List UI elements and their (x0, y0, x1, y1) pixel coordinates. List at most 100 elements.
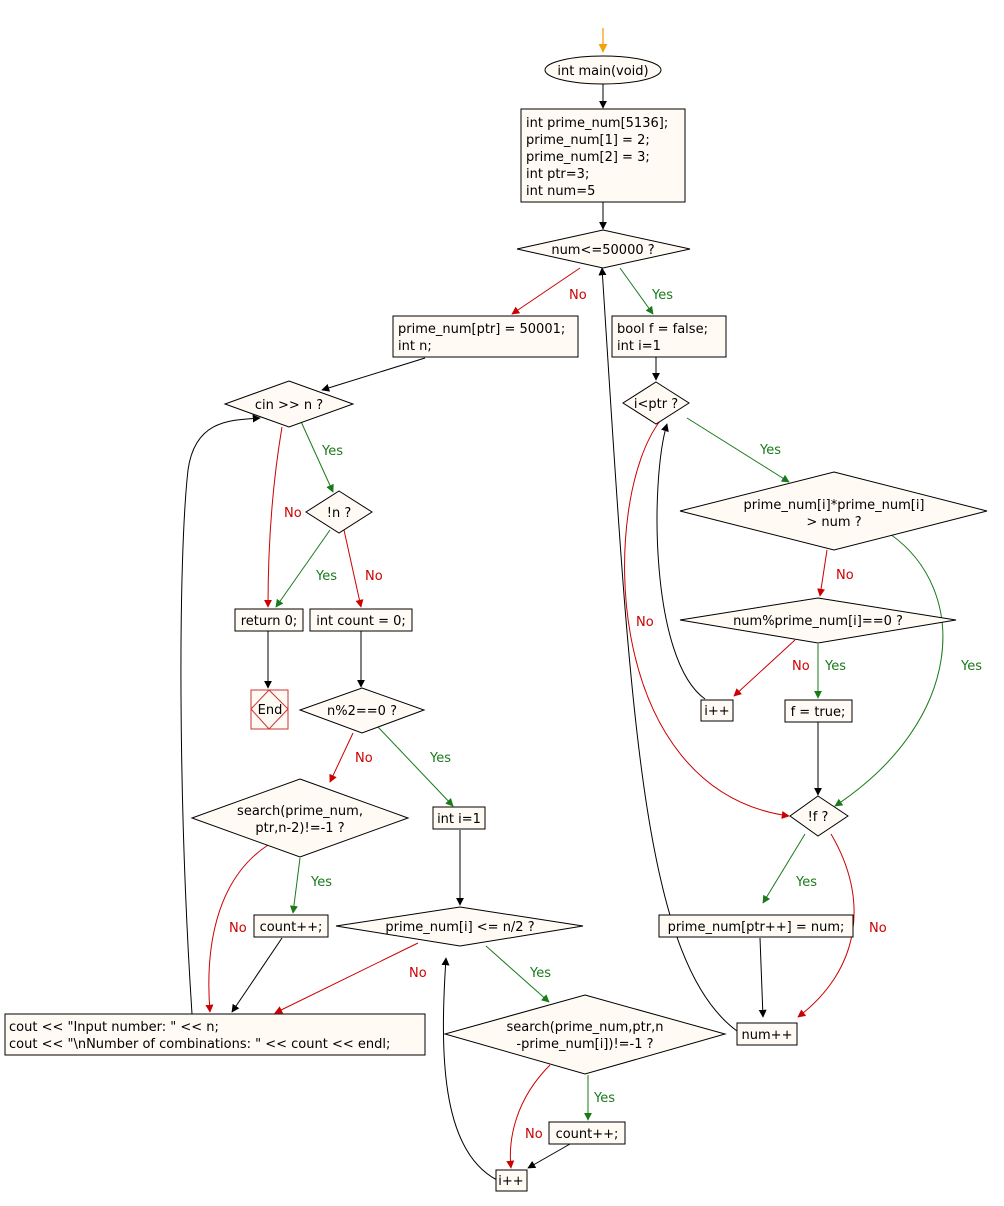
edge-iinca-loop (656, 423, 706, 700)
i-lt-ptr-label: i<ptr ? (634, 397, 678, 412)
searcheven-no-label: No (525, 1127, 543, 1142)
edge-notf-yes (762, 833, 806, 904)
bool-f-line-2: int i=1 (617, 339, 661, 354)
num-inc-block: num++ (736, 1022, 798, 1046)
while-no-label: No (569, 288, 587, 303)
return-label: return 0; (241, 614, 298, 629)
init-line-5: int num=5 (526, 184, 595, 199)
count-inc-a-label: count++; (260, 920, 323, 935)
bool-f-block: bool f = false; int i=1 (611, 315, 727, 358)
init-line-1: int prime_num[5136]; (526, 116, 668, 131)
sentinel-line-1: prime_num[ptr] = 50001; (398, 322, 565, 337)
return-block: return 0; (234, 608, 304, 632)
not-f-label: !f ? (808, 810, 829, 825)
i-inc-a-label: i++ (704, 704, 729, 719)
mod-yes-label: Yes (824, 659, 846, 674)
while-yes-label: Yes (651, 288, 673, 303)
square-no-label: No (836, 568, 854, 583)
num-mod-decision: num%prime_num[i]==0 ? (679, 597, 957, 644)
half-yes-label: Yes (529, 966, 551, 981)
count-inc-b-label: count++; (556, 1127, 619, 1142)
i-inc-a-block: i++ (700, 699, 734, 722)
bool-f-line-1: bool f = false; (617, 322, 708, 337)
cout-block: cout << "Input number: " << n; cout << "… (4, 1013, 426, 1056)
edge-counta-cout (231, 937, 283, 1013)
square-gt-line-2: > num ? (806, 515, 861, 530)
half-no-label: No (409, 966, 427, 981)
cout-line-2: cout << "\nNumber of combinations: " << … (9, 1037, 390, 1052)
n-mod2-decision: n%2==0 ? (298, 687, 426, 734)
search-odd-line-2: ptr,n-2)!=-1 ? (255, 821, 344, 836)
searchodd-no-label: No (229, 921, 247, 936)
notn-no-label: No (365, 569, 383, 584)
edge-iltptr-no (624, 420, 790, 819)
cout-line-1: cout << "Input number: " << n; (9, 1020, 219, 1035)
search-even-line-2: -prime_num[i])!=-1 ? (516, 1037, 653, 1052)
int-i-b-label: int i=1 (437, 812, 481, 827)
edge-notn-no (343, 529, 364, 608)
int-i-b-block: int i=1 (432, 806, 486, 830)
edge-mod2-yes (377, 726, 454, 807)
num-mod-label: num%prime_num[i]==0 ? (733, 614, 903, 629)
edge-square-no (817, 549, 828, 597)
store-label: prime_num[ptr++] = num; (668, 920, 845, 935)
edge-cout-cin-loop (180, 414, 261, 1015)
square-gt-decision: prime_num[i]*prime_num[i] > num ? (679, 471, 988, 551)
edge-numinc-while-loop (598, 267, 738, 1032)
count-init-block: int count = 0; (309, 608, 413, 632)
while-half-label: prime_num[i] <= n/2 ? (385, 920, 534, 935)
edge-iinc-half-loop (441, 957, 498, 1181)
edge-half-yes (485, 945, 550, 1003)
search-odd-line-1: search(prime_num, (237, 804, 363, 819)
start-label: int main(void) (557, 64, 648, 79)
end-label: End (258, 703, 283, 718)
search-even-line-1: search(prime_num,ptr,n (507, 1020, 664, 1035)
searchodd-yes-label: Yes (310, 875, 332, 890)
end-node: End (250, 689, 289, 730)
init-line-4: int ptr=3; (526, 167, 589, 182)
edge-countb-iinc (527, 1143, 571, 1169)
edges (180, 28, 944, 1181)
cin-label: cin >> n ? (255, 398, 323, 413)
f-true-block: f = true; (784, 699, 853, 723)
start-node: int main(void) (544, 55, 662, 85)
i-lt-ptr-decision: i<ptr ? (622, 381, 690, 425)
mod2-no-label: No (355, 751, 373, 766)
cin-decision: cin >> n ? (223, 380, 355, 428)
edge-searchodd-no (205, 844, 269, 1013)
count-inc-b-block: count++; (548, 1121, 626, 1145)
edge-mod2-no (329, 732, 354, 783)
count-init-label: int count = 0; (316, 614, 406, 629)
n-mod2-label: n%2==0 ? (327, 704, 397, 719)
i-inc-b-label: i++ (498, 1174, 523, 1189)
i-inc-b-block: i++ (495, 1169, 528, 1192)
edge-store-numinc (758, 937, 767, 1018)
sentinel-line-2: int n; (398, 339, 432, 354)
init-line-3: prime_num[2] = 3; (526, 150, 650, 165)
edge-square-yes (834, 533, 944, 807)
mod2-yes-label: Yes (429, 751, 451, 766)
sentinel-block: prime_num[ptr] = 50001; int n; (392, 315, 579, 358)
edge-labels: No Yes Yes No Yes No No Yes Yes No No Ye… (229, 288, 982, 1142)
iltptr-no-label: No (636, 615, 654, 630)
edge-cin-yes (297, 414, 334, 493)
square-yes-label: Yes (960, 659, 982, 674)
edge-mod-no (733, 639, 796, 697)
count-inc-a-block: count++; (253, 914, 329, 938)
notf-yes-label: Yes (795, 875, 817, 890)
not-n-decision: !n ? (305, 490, 373, 534)
nodes: int main(void) int prime_num[5136]; prim… (4, 55, 988, 1192)
edge-cin-no (264, 426, 283, 608)
cin-yes-label: Yes (321, 444, 343, 459)
init-line-2: prime_num[1] = 2; (526, 133, 650, 148)
cin-no-label: No (284, 506, 302, 521)
edge-searcheven-no (506, 1064, 551, 1169)
f-true-label: f = true; (791, 705, 846, 720)
num-inc-label: num++ (742, 1028, 793, 1043)
edge-searchodd-yes (289, 857, 301, 914)
search-odd-decision: search(prime_num, ptr,n-2)!=-1 ? (190, 778, 410, 858)
while-half-decision: prime_num[i] <= n/2 ? (335, 906, 584, 947)
square-gt-line-1: prime_num[i]*prime_num[i] (743, 498, 924, 513)
edge-notn-yes (275, 529, 331, 608)
